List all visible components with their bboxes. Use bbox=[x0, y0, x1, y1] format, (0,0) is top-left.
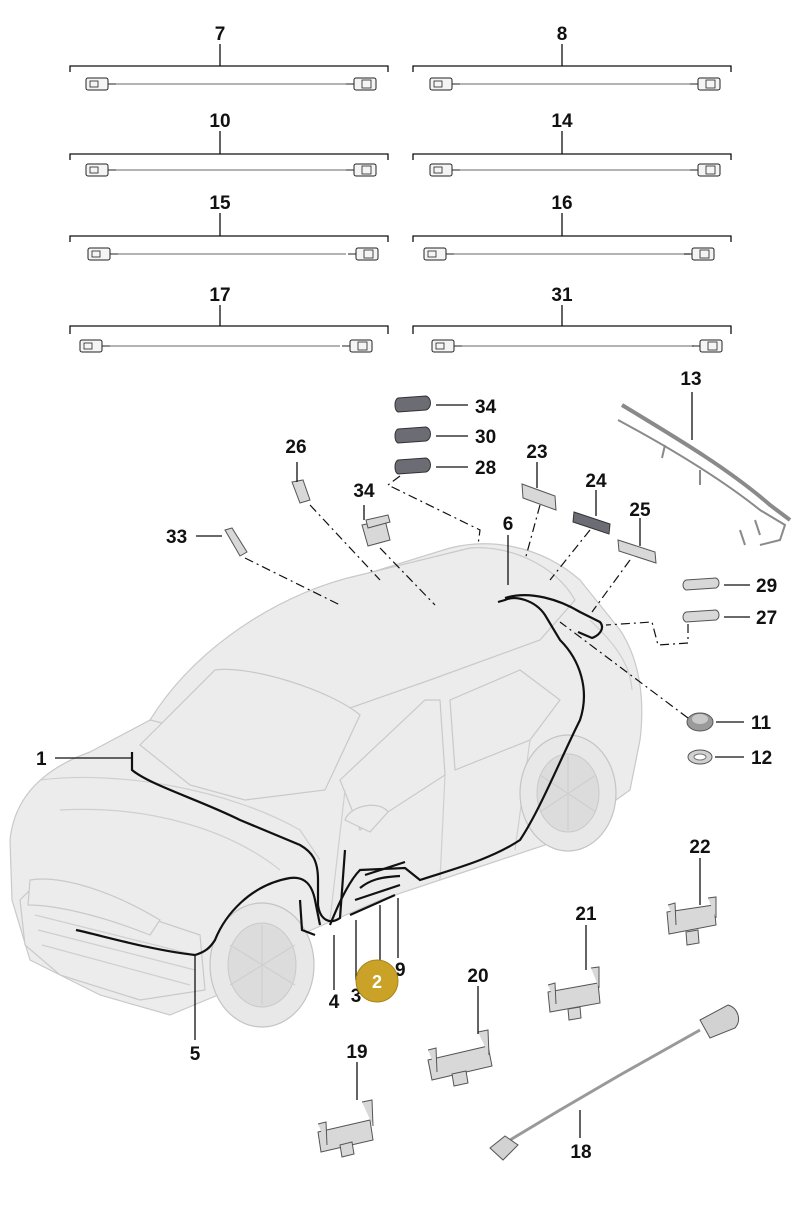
part-label-33: 33 bbox=[166, 527, 187, 548]
part-25-antenna-module: 25 bbox=[591, 500, 657, 613]
part-12-washer: 12 bbox=[687, 748, 772, 769]
cable-label-17: 17 bbox=[209, 285, 230, 306]
part-label-26: 26 bbox=[285, 437, 306, 458]
part-label-18: 18 bbox=[570, 1142, 591, 1163]
part-20-bracket: 20 bbox=[427, 966, 493, 1087]
part-label-21: 21 bbox=[575, 904, 597, 925]
cable-assembly-10: 10 bbox=[69, 111, 389, 177]
cable-assembly-16: 16 bbox=[412, 193, 732, 261]
part-5-harness: 5 bbox=[190, 955, 201, 1065]
part-33-sensor: 33 bbox=[166, 527, 341, 606]
cable-assembly-15: 15 bbox=[69, 193, 389, 261]
vehicle-illustration bbox=[9, 543, 643, 1028]
part-9-harness: 9 bbox=[379, 898, 406, 981]
part-26-sensor: 26 bbox=[285, 437, 381, 581]
connector-right bbox=[345, 77, 377, 91]
part-label-22: 22 bbox=[689, 837, 710, 858]
cable-label-7: 7 bbox=[215, 24, 226, 45]
part-13-roof-harness: 13 bbox=[617, 369, 792, 546]
part-label-34a: 34 bbox=[475, 397, 497, 418]
cable-label-14: 14 bbox=[551, 111, 573, 132]
cable-assembly-7: 7 bbox=[69, 24, 389, 91]
badge-label: 2 bbox=[372, 972, 382, 992]
cable-label-15: 15 bbox=[209, 193, 231, 214]
part-label-1: 1 bbox=[36, 749, 47, 770]
part-label-12: 12 bbox=[751, 748, 772, 769]
part-3-harness: 3 bbox=[351, 920, 362, 1007]
part-label-9: 9 bbox=[395, 960, 406, 981]
part-6-harness: 6 bbox=[503, 514, 514, 585]
wiring-harness bbox=[75, 594, 604, 957]
part-30-antenna: 30 bbox=[394, 426, 496, 448]
part-34-module: 34 bbox=[353, 481, 436, 606]
part-4-harness: 4 bbox=[329, 935, 340, 1013]
part-label-5: 5 bbox=[190, 1044, 201, 1065]
part-27-antenna: 27 bbox=[605, 608, 777, 646]
part-label-23: 23 bbox=[526, 442, 547, 463]
cable-label-16: 16 bbox=[551, 193, 572, 214]
part-29-antenna: 29 bbox=[682, 576, 777, 597]
part-22-bracket: 22 bbox=[666, 837, 717, 946]
part-21-bracket: 21 bbox=[547, 904, 601, 1021]
part-label-34b: 34 bbox=[353, 481, 375, 502]
cable-assembly-14: 14 bbox=[412, 111, 732, 177]
part-34-antenna-top: 34 bbox=[394, 395, 497, 418]
part-label-24: 24 bbox=[585, 471, 607, 492]
part-label-20: 20 bbox=[467, 966, 488, 987]
cable-assembly-8: 8 bbox=[412, 24, 732, 91]
part-11-grommet: 11 bbox=[559, 621, 772, 734]
part-label-29: 29 bbox=[756, 576, 777, 597]
cable-label-8: 8 bbox=[557, 24, 568, 45]
part-24-antenna-module: 24 bbox=[549, 471, 611, 581]
cable-assembly-17: 17 bbox=[69, 285, 389, 353]
part-18-sensor-cable: 18 bbox=[489, 1004, 739, 1163]
highlight-badge-2[interactable]: 2 bbox=[355, 959, 399, 1003]
part-label-28: 28 bbox=[475, 458, 496, 479]
part-label-25: 25 bbox=[629, 500, 651, 521]
part-label-30: 30 bbox=[475, 427, 496, 448]
part-23-antenna-module: 23 bbox=[521, 442, 557, 561]
connector-left bbox=[429, 77, 461, 91]
part-label-6: 6 bbox=[503, 514, 514, 535]
part-label-3: 3 bbox=[351, 986, 362, 1007]
cable-label-31: 31 bbox=[551, 285, 573, 306]
part-label-27: 27 bbox=[756, 608, 777, 629]
part-label-11: 11 bbox=[751, 713, 772, 734]
connector-left bbox=[85, 77, 117, 91]
part-label-13: 13 bbox=[680, 369, 701, 390]
part-19-bracket: 19 bbox=[317, 1042, 374, 1158]
connector-right bbox=[689, 77, 721, 91]
part-28-antenna: 28 bbox=[386, 457, 496, 546]
cable-assembly-31: 31 bbox=[412, 285, 732, 353]
part-label-19: 19 bbox=[346, 1042, 367, 1063]
cable-label-10: 10 bbox=[209, 111, 230, 132]
part-label-4: 4 bbox=[329, 992, 340, 1013]
part-1-harness: 1 bbox=[36, 749, 132, 770]
